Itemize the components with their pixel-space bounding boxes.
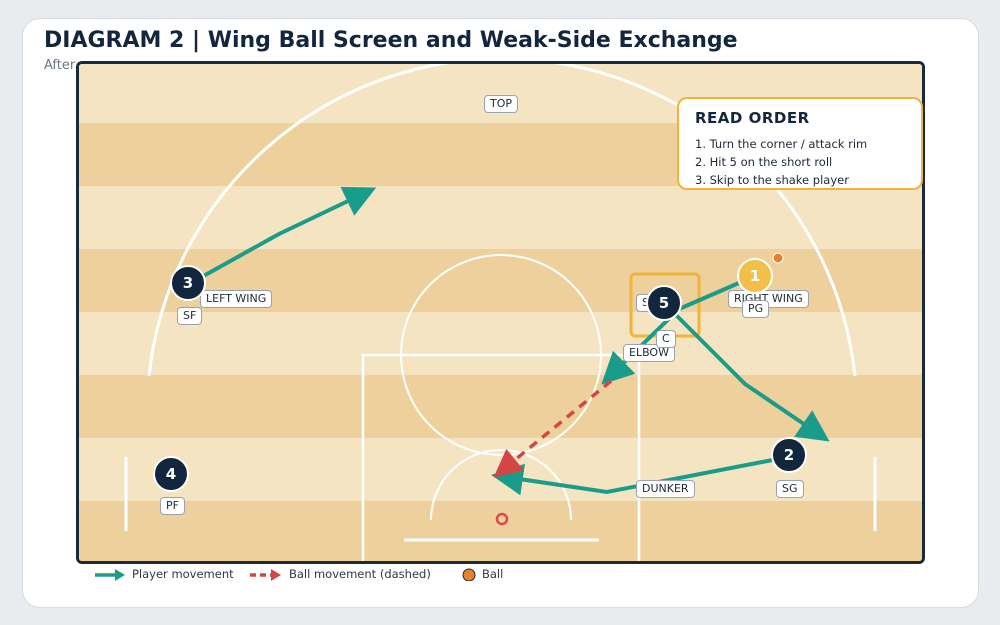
legend-ball-label: Ball	[482, 567, 504, 581]
player-movement-legend-icon	[95, 569, 125, 581]
legend-player-movement: Player movement	[94, 566, 234, 582]
player-5-position: C	[656, 330, 676, 348]
ball-legend-icon	[462, 568, 476, 581]
label-left-wing: LEFT WING	[200, 290, 273, 308]
label-dunker: DUNKER	[636, 480, 695, 498]
rim	[495, 512, 509, 526]
player-3-position: SF	[177, 307, 203, 325]
diagram-title: DIAGRAM 2 | Wing Ball Screen and Weak-Si…	[44, 28, 738, 53]
three-point-arc	[147, 64, 857, 377]
player-4-token[interactable]: 4	[153, 456, 189, 492]
player-1-position: PG	[742, 300, 770, 318]
read-order-step: 2. Hit 5 on the short roll	[695, 155, 833, 169]
diagram-subtitle: After	[44, 58, 76, 73]
player-1-token[interactable]: 1	[737, 258, 773, 294]
read-order-step: 1. Turn the corner / attack rim	[695, 137, 868, 151]
label-top: TOP	[484, 95, 519, 113]
player-3-token[interactable]: 3	[170, 265, 206, 301]
legend-player-movement-label: Player movement	[132, 567, 234, 581]
read-order-title: READ ORDER	[695, 109, 810, 127]
read-order-panel: READ ORDER 1. Turn the corner / attack r…	[677, 97, 923, 190]
ball-pass-arrow	[493, 379, 613, 478]
player-5-token[interactable]: 5	[646, 285, 682, 321]
movement-arrow-c	[662, 301, 830, 442]
ball	[772, 252, 784, 264]
legend-ball: Ball	[462, 566, 503, 582]
player-2-position: SG	[776, 480, 804, 498]
label-elbow: ELBOW	[623, 344, 675, 362]
ball-movement-legend-icon	[250, 569, 281, 581]
read-order-step: 3. Skip to the shake player	[695, 173, 849, 187]
legend-ball-movement: Ball movement (dashed)	[249, 566, 431, 582]
player-2-token[interactable]: 2	[771, 437, 807, 473]
movement-arrow-sg	[491, 455, 789, 496]
movement-arrow-sf	[188, 186, 377, 286]
paint-lane	[361, 353, 641, 561]
legend-ball-movement-label: Ball movement (dashed)	[289, 567, 431, 581]
player-4-position: PF	[160, 497, 185, 515]
